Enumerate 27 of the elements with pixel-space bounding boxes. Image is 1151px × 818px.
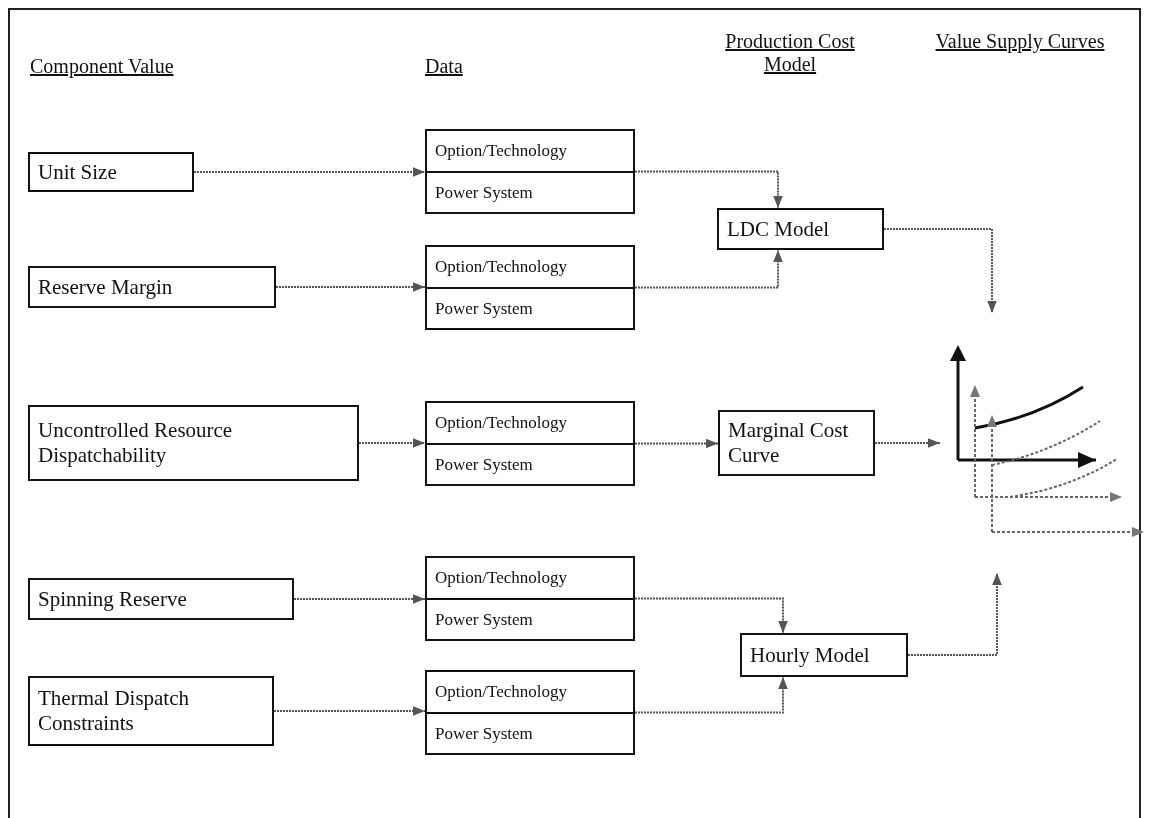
- data-row-label: Power System: [435, 608, 533, 631]
- data-row-label: Option/Technology: [435, 412, 567, 435]
- column-heading: Data: [425, 55, 464, 78]
- data-box: [425, 556, 635, 641]
- data-row-label: Power System: [435, 181, 533, 204]
- process-box: Unit Size: [28, 152, 194, 192]
- process-box: Uncontrolled Resource Dispatchability: [28, 405, 359, 481]
- column-heading: Value Supply Curves: [934, 30, 1106, 53]
- process-box: Hourly Model: [740, 633, 908, 677]
- data-row-label: Option/Technology: [435, 681, 567, 704]
- data-box: [425, 401, 635, 486]
- data-row-label: Option/Technology: [435, 140, 567, 163]
- column-heading: Production Cost Model: [724, 30, 856, 76]
- data-box: [425, 245, 635, 330]
- process-box: Thermal Dispatch Constraints: [28, 676, 274, 746]
- data-row-label: Power System: [435, 297, 533, 320]
- process-box: Marginal Cost Curve: [718, 410, 875, 476]
- data-box: [425, 129, 635, 214]
- data-row-label: Power System: [435, 453, 533, 476]
- data-row-label: Option/Technology: [435, 567, 567, 590]
- data-row-label: Power System: [435, 722, 533, 745]
- data-row-label: Option/Technology: [435, 256, 567, 279]
- data-box: [425, 670, 635, 755]
- column-heading: Component Value: [30, 55, 175, 78]
- process-box: LDC Model: [717, 208, 884, 250]
- process-box: Spinning Reserve: [28, 578, 294, 620]
- process-box: Reserve Margin: [28, 266, 276, 308]
